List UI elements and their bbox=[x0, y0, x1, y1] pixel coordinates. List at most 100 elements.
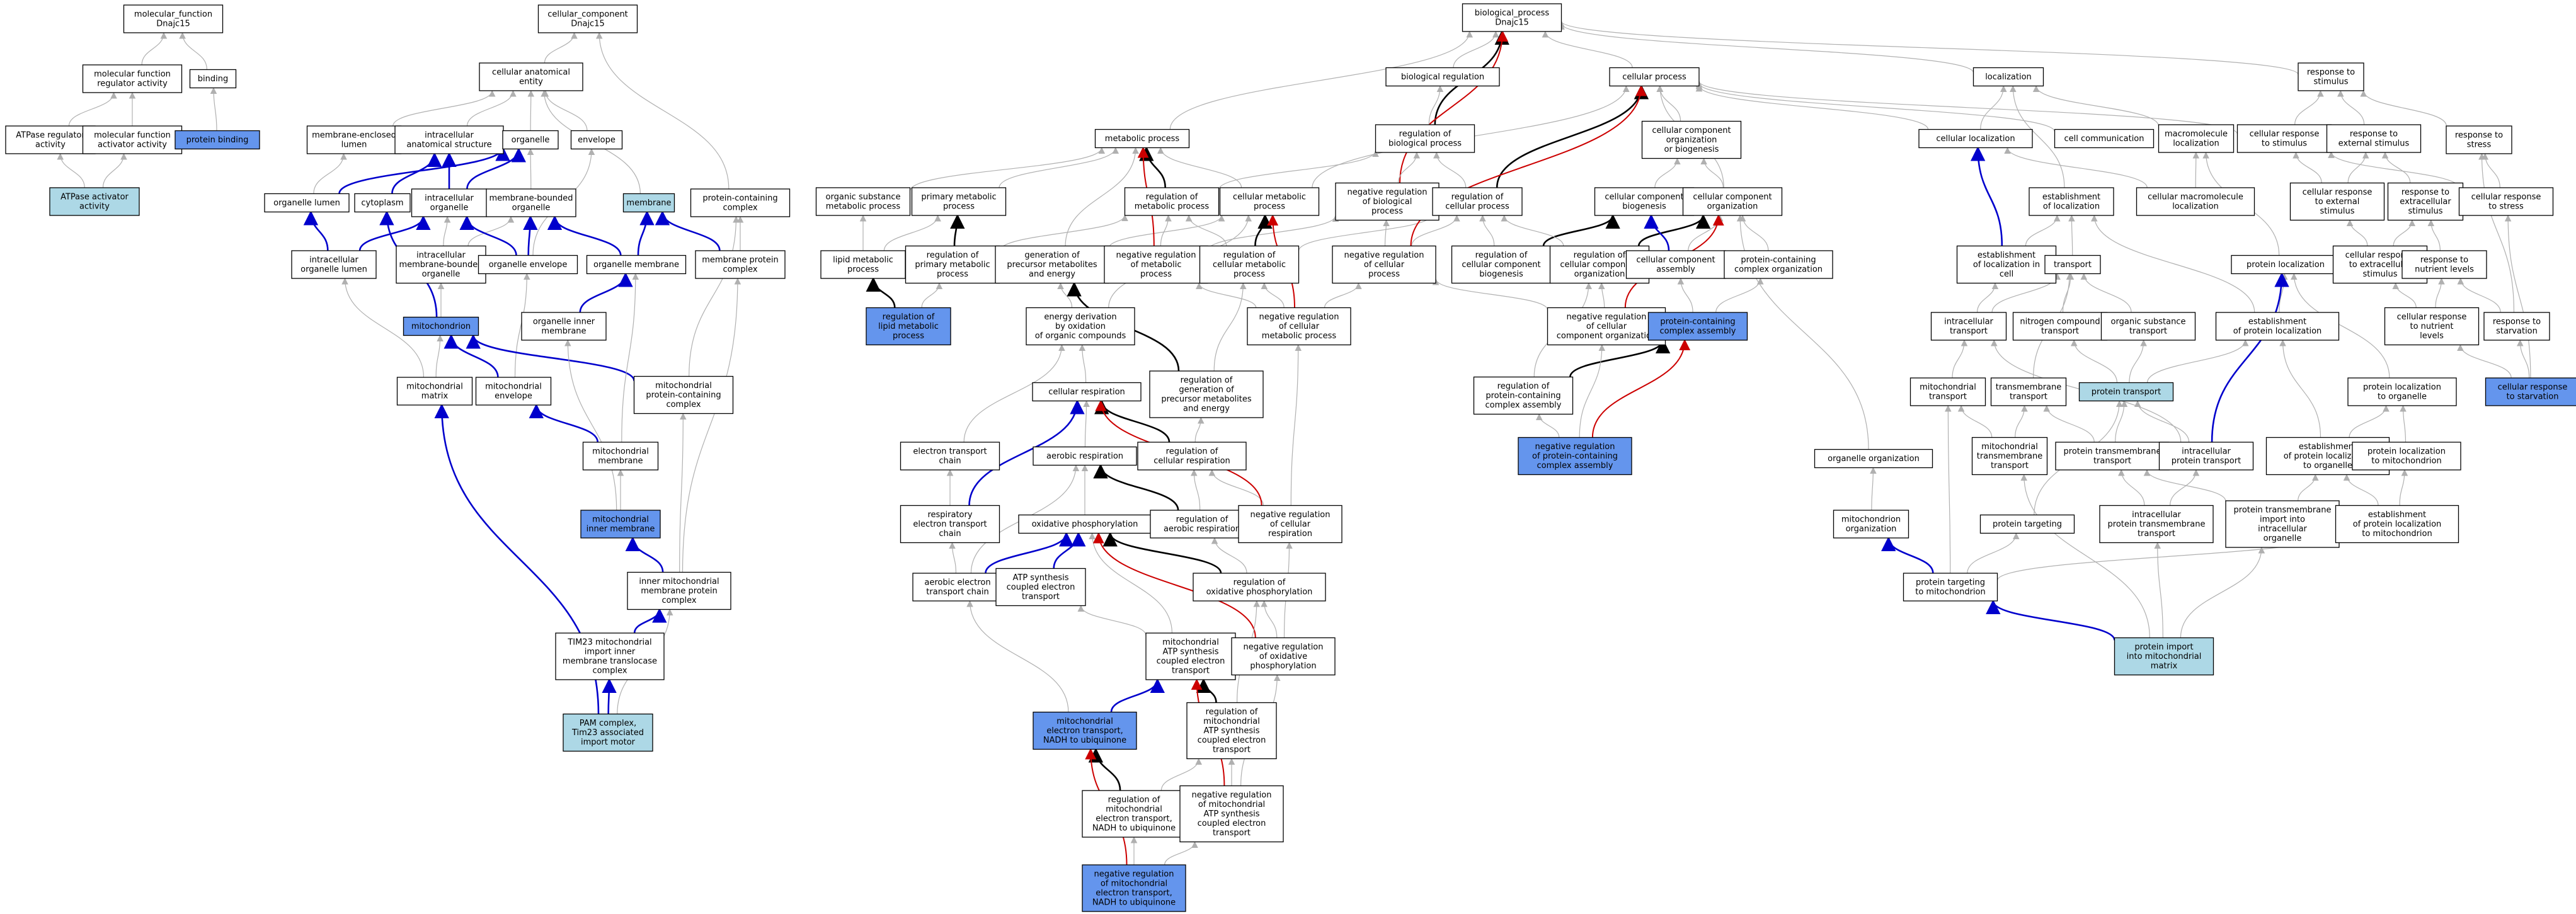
relation-edge bbox=[963, 344, 1065, 443]
relation-edge bbox=[950, 214, 965, 246]
go-term-box bbox=[1956, 245, 2057, 284]
go-term-label: regulation of bbox=[1497, 382, 1550, 391]
go-term-node: organelle bbox=[502, 130, 559, 150]
relation-edge bbox=[1254, 214, 1273, 246]
go-term-label: matrix bbox=[2151, 661, 2178, 671]
go-term-label: organic substance bbox=[826, 193, 901, 202]
go-term-label: membrane-enclosed bbox=[312, 131, 396, 140]
relation-edge bbox=[341, 277, 425, 378]
relation-edge bbox=[2346, 219, 2368, 246]
go-term-box bbox=[1909, 377, 1986, 406]
go-term-box bbox=[1137, 442, 1247, 471]
relation-edge bbox=[2180, 546, 2265, 638]
go-term-label: ATPase regulator bbox=[16, 131, 85, 140]
relation-edge bbox=[1952, 339, 1968, 379]
go-term-node: binding bbox=[189, 69, 237, 89]
relation-edge bbox=[1211, 537, 1247, 574]
go-term-label: response to bbox=[2307, 68, 2355, 77]
relation-edge bbox=[2349, 404, 2390, 438]
relation-edge bbox=[1715, 277, 1764, 313]
relation-edge bbox=[1569, 338, 1671, 377]
go-term-label: cytoplasm bbox=[361, 198, 403, 208]
relation-edge bbox=[1110, 678, 1165, 712]
go-term-label: to organelle bbox=[2303, 461, 2352, 471]
go-term-label: complex assembly bbox=[1537, 461, 1613, 471]
go-term-label: cellular_component bbox=[547, 10, 628, 20]
relation-edge bbox=[1453, 30, 1499, 68]
go-term-label: nutrient levels bbox=[2415, 265, 2474, 275]
go-term-label: membrane-bounded bbox=[489, 194, 573, 203]
go-term-box bbox=[866, 307, 951, 346]
go-term-box bbox=[2483, 312, 2550, 341]
go-term-box bbox=[622, 193, 675, 213]
go-term-label: macromolecule bbox=[2165, 130, 2228, 139]
go-term-label: regulation of bbox=[1234, 578, 1286, 588]
relation-edge bbox=[547, 215, 622, 256]
relation-edge bbox=[1207, 215, 1339, 251]
relation-edge bbox=[2129, 339, 2147, 383]
relation-edge bbox=[1185, 214, 1227, 246]
go-term-label: by oxidation bbox=[1055, 322, 1106, 331]
go-term-label: protein-containing bbox=[1741, 256, 1816, 265]
relation-edge bbox=[579, 272, 633, 313]
relation-edge bbox=[1579, 344, 1606, 438]
go-term-label: organelle bbox=[430, 203, 469, 213]
go-term-label: oxidative phosphorylation bbox=[1032, 520, 1138, 529]
go-term-node: mitochondrion bbox=[403, 316, 479, 336]
relation-edge bbox=[443, 215, 451, 246]
relation-edge bbox=[1542, 30, 1633, 68]
go-term-label: of cellular bbox=[1364, 260, 1405, 270]
go-term-box bbox=[1432, 187, 1523, 216]
go-term-label: mitochondrial bbox=[592, 447, 649, 457]
go-term-box bbox=[2158, 124, 2235, 153]
go-term-box bbox=[995, 245, 1109, 284]
relation-edge bbox=[1433, 151, 1467, 188]
go-term-box bbox=[1018, 514, 1152, 534]
relation-edge bbox=[2381, 151, 2411, 183]
relation-edge bbox=[1261, 600, 1278, 638]
go-term-node: biological regulation bbox=[1385, 67, 1500, 87]
relation-edge bbox=[2146, 339, 2249, 383]
go-term-label: chain bbox=[939, 457, 961, 466]
go-term-label: primary metabolic bbox=[915, 260, 990, 270]
go-term-label: membrane protein bbox=[641, 586, 717, 596]
relation-edge bbox=[921, 282, 943, 308]
go-term-label: precursor metabolites bbox=[1007, 260, 1097, 270]
relation-edge bbox=[1957, 404, 1993, 438]
go-term-label: assembly bbox=[1656, 265, 1695, 275]
go-term-label: cellular response bbox=[2397, 312, 2467, 322]
go-term-node: metabolic process bbox=[1094, 129, 1190, 149]
go-term-label: mitochondrion bbox=[1841, 515, 1901, 525]
relation-edge bbox=[1102, 532, 1222, 574]
go-term-label: protein transport bbox=[2092, 387, 2161, 397]
go-term-label: biological_process bbox=[1475, 9, 1550, 18]
go-term-label: mitochondrial bbox=[1162, 638, 1219, 648]
go-term-node: protein binding bbox=[175, 130, 260, 150]
go-term-label: or biogenesis bbox=[1664, 145, 1719, 154]
go-term-label: transmembrane bbox=[1996, 383, 2062, 392]
go-term-label: process bbox=[1140, 270, 1172, 279]
relation-edge bbox=[1290, 344, 1302, 506]
relation-edge bbox=[1077, 605, 1147, 636]
go-term-node: transport bbox=[2044, 254, 2101, 275]
go-term-node: cytoplasm bbox=[354, 193, 411, 213]
